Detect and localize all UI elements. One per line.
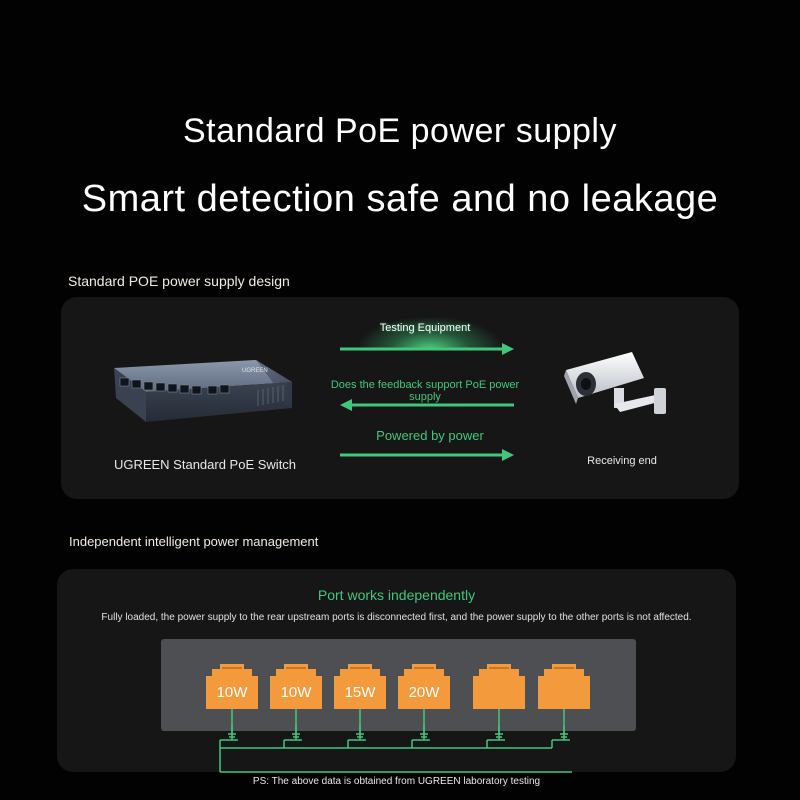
receiver-caption: Receiving end <box>587 455 657 467</box>
footnote: PS: The above data is obtained from UGRE… <box>252 776 541 787</box>
port-wattage-label: 15W <box>344 684 376 701</box>
rj45-port-icon <box>334 664 386 709</box>
arrow1-label: Testing Equipment <box>379 322 471 334</box>
port-wattage-label: 20W <box>408 684 440 701</box>
security-camera-icon <box>564 352 666 414</box>
rj45-port-icon <box>538 664 590 709</box>
rj45-port-icon <box>206 664 258 709</box>
port-wattage-label: 10W <box>216 684 248 701</box>
section2-heading: Port works independently <box>317 587 476 603</box>
arrow2-label: Does the feedback support PoE power supp… <box>330 379 520 403</box>
headline-line2: Smart detection safe and no leakage <box>81 178 719 220</box>
arrow3-label: Powered by power <box>376 428 484 443</box>
arrow-left-icon <box>340 399 514 411</box>
headline-line1: Standard PoE power supply <box>183 112 617 150</box>
poe-switch-icon: UGREEN <box>114 360 292 422</box>
rj45-port-icon <box>270 664 322 709</box>
section2-label: Independent intelligent power management <box>69 534 319 549</box>
port-wattage-label: 10W <box>280 684 312 701</box>
rj45-port-icon <box>473 664 525 709</box>
testing-glow <box>360 318 500 350</box>
arrow-right-icon <box>340 343 514 355</box>
ground-wiring <box>219 709 572 773</box>
switch-brand: UGREEN <box>242 368 268 374</box>
section1-label: Standard POE power supply design <box>68 273 290 289</box>
switch-caption: UGREEN Standard PoE Switch <box>113 457 297 472</box>
rj45-port-icon <box>398 664 450 709</box>
section2-description: Fully loaded, the power supply to the re… <box>101 612 692 623</box>
arrow-right-icon <box>340 449 514 461</box>
